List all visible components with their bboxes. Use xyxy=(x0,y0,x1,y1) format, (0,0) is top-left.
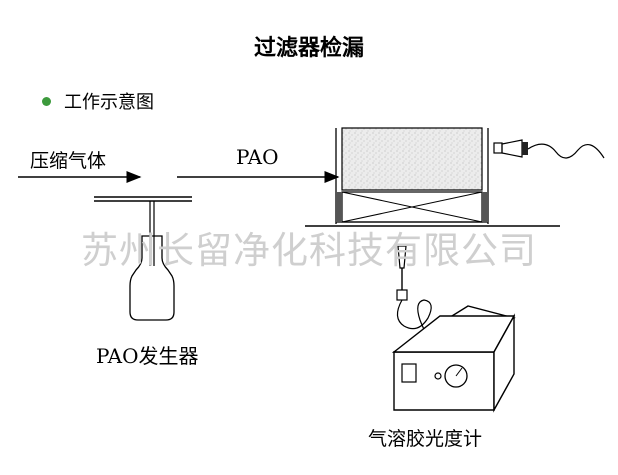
gasket-left xyxy=(336,192,342,222)
photometer-display xyxy=(401,363,417,383)
generator-bottle xyxy=(129,235,175,321)
upstream-probe-hose xyxy=(527,143,605,159)
watermark: 苏州长留净化科技有限公司 xyxy=(81,229,537,272)
photometer-box-side xyxy=(493,313,515,413)
downstream-probe-head xyxy=(397,245,407,269)
filter-cross-2 xyxy=(341,191,483,223)
pao-generator-label: PAO发生器 xyxy=(96,344,199,368)
bullet-label: 工作示意图 xyxy=(64,92,154,113)
diagram-title: 过滤器检漏 xyxy=(253,36,364,61)
photometer-box-front xyxy=(393,351,495,411)
pao-label: PAO xyxy=(236,145,279,169)
compressed-air-label: 压缩气体 xyxy=(30,150,107,172)
photometer-box-top xyxy=(391,315,516,353)
downstream-probe-clamp xyxy=(396,289,408,301)
bullet-icon xyxy=(42,97,51,106)
filter-media xyxy=(341,127,483,191)
photometer-knob xyxy=(434,372,442,380)
photometer-label: 气溶胶光度计 xyxy=(368,428,483,450)
upstream-probe-tip xyxy=(493,142,503,154)
photometer-dial xyxy=(444,364,468,388)
gasket-right xyxy=(482,192,488,222)
photometer-dial-needle xyxy=(455,367,463,377)
upstream-probe-body xyxy=(501,139,523,158)
downstream-probe-hose xyxy=(396,299,435,345)
upstream-probe-end xyxy=(522,142,528,155)
